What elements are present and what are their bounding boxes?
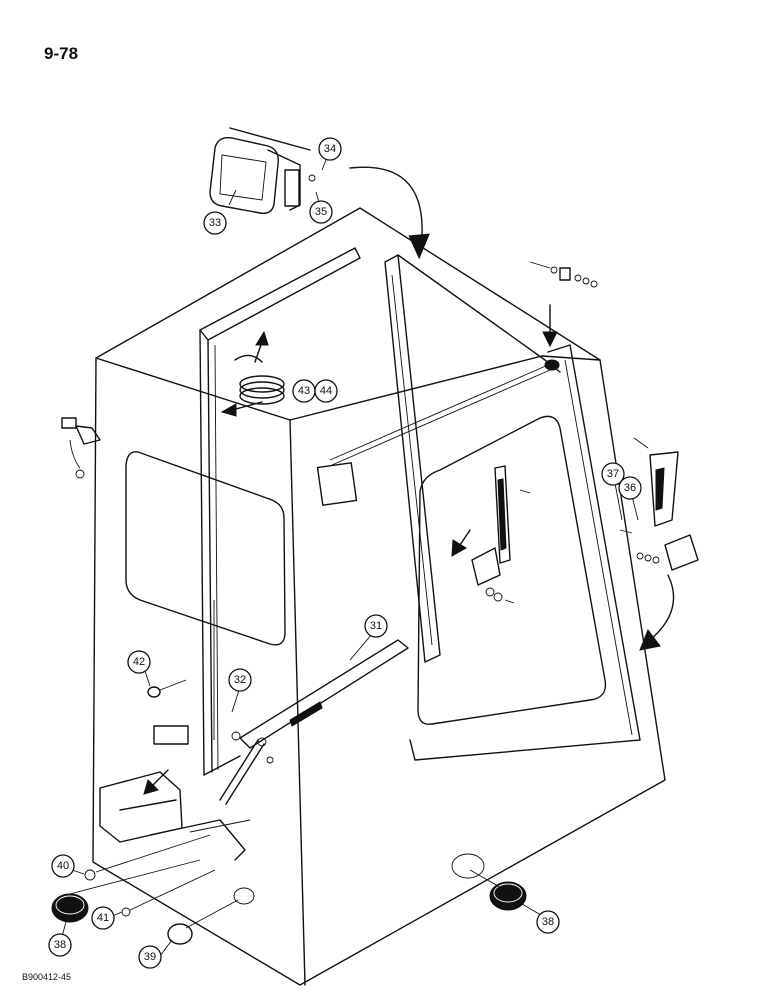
callout-34: 34: [318, 137, 342, 161]
callout-38-left: 38: [48, 933, 72, 957]
svg-text:34: 34: [324, 143, 336, 155]
svg-text:43: 43: [298, 385, 310, 397]
svg-text:36: 36: [624, 482, 636, 494]
direction-arrows: [143, 166, 675, 795]
top-hardware: [529, 261, 598, 288]
mirror: [209, 127, 316, 214]
plug-42: [147, 679, 187, 698]
slide-rail: [219, 639, 409, 805]
washer-40-41: [65, 834, 216, 917]
figure-code: B900412-45: [22, 972, 72, 982]
door-glass: [384, 254, 561, 663]
cab-body: [92, 207, 666, 986]
lock-mechanism: [99, 725, 251, 861]
callout-32: 32: [228, 668, 252, 692]
svg-text:37: 37: [607, 468, 619, 480]
side-bolt: [61, 417, 101, 479]
callout-43: 43: [292, 379, 316, 403]
rear-window: [409, 344, 641, 761]
plug-left: [51, 893, 89, 923]
callout-42: 42: [127, 650, 151, 674]
callout-41: 41: [91, 906, 115, 930]
cap-39: [167, 887, 255, 945]
page-number: 9-78: [44, 44, 79, 63]
callout-36: 36: [618, 476, 642, 500]
seal-coil: [234, 354, 285, 405]
door-rod: [316, 359, 560, 506]
callout-44: 44: [314, 379, 338, 403]
callout-38-right: 38: [536, 910, 560, 934]
svg-text:44: 44: [320, 385, 332, 397]
plug-right: [451, 853, 527, 911]
callout-40: 40: [51, 854, 75, 878]
callout-33: 33: [203, 211, 227, 235]
svg-text:31: 31: [370, 620, 382, 632]
svg-text:39: 39: [144, 951, 156, 963]
callout-39: 39: [138, 945, 162, 969]
svg-text:38: 38: [542, 916, 554, 928]
svg-text:38: 38: [54, 939, 66, 951]
callout-37: 37: [601, 462, 625, 486]
door-frame-seal: [199, 247, 361, 776]
svg-text:32: 32: [234, 674, 246, 686]
handle-assembly: [471, 465, 531, 604]
svg-text:40: 40: [57, 860, 69, 872]
svg-text:33: 33: [209, 217, 221, 229]
svg-text:35: 35: [315, 206, 327, 218]
svg-text:41: 41: [97, 912, 109, 924]
callout-35: 35: [309, 200, 333, 224]
side-window: [125, 451, 286, 646]
svg-text:42: 42: [133, 656, 145, 668]
latch-assembly: [619, 437, 699, 571]
callout-31: 31: [364, 614, 388, 638]
